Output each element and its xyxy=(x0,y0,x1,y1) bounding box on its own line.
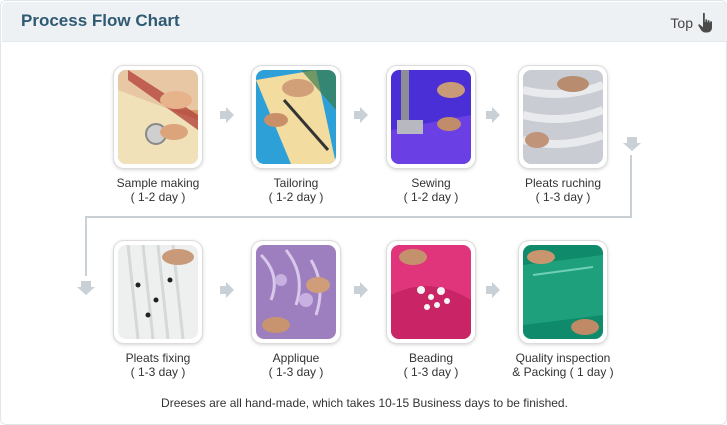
step-sample-making: Sample making ( 1-2 day ) xyxy=(88,66,228,204)
tailoring-image xyxy=(252,66,340,168)
page-title: Process Flow Chart xyxy=(21,11,180,30)
arrow-down-icon xyxy=(77,281,95,295)
quality-inspection-image xyxy=(519,241,607,343)
step-days: ( 1-2 day ) xyxy=(403,190,459,204)
top-link[interactable]: Top xyxy=(670,12,715,34)
connector-line xyxy=(85,216,87,276)
step-quality-inspection: Quality inspection & Packing ( 1 day ) xyxy=(493,241,633,379)
sewing-image xyxy=(387,66,475,168)
step-label: Applique xyxy=(272,351,320,365)
step-label: Pleats fixing xyxy=(125,351,191,365)
step-days: ( 1-3 day ) xyxy=(268,365,324,379)
applique-image xyxy=(252,241,340,343)
panel-header: Process Flow Chart Top xyxy=(2,2,727,42)
step-label: Sample making xyxy=(116,176,200,190)
arrow-right-icon xyxy=(220,282,234,298)
arrow-right-icon xyxy=(220,107,234,123)
step-label: Pleats ruching xyxy=(524,176,602,190)
step-tailoring: Tailoring ( 1-2 day ) xyxy=(226,66,366,204)
arrow-down-icon xyxy=(623,137,641,151)
step-pleats-ruching: Pleats ruching ( 1-3 day ) xyxy=(493,66,633,204)
step-label: Quality inspection xyxy=(515,351,611,365)
arrow-right-icon xyxy=(354,107,368,123)
step-label: Beading xyxy=(408,351,454,365)
beading-image xyxy=(387,241,475,343)
step-beading: Beading ( 1-3 day ) xyxy=(361,241,501,379)
step-days: ( 1-3 day ) xyxy=(403,365,459,379)
arrow-right-icon xyxy=(486,282,500,298)
sample-making-image xyxy=(114,66,202,168)
step-label: Sewing xyxy=(411,176,451,190)
arrow-right-icon xyxy=(354,282,368,298)
connector-line xyxy=(630,155,632,217)
step-applique: Applique ( 1-3 day ) xyxy=(226,241,366,379)
step-label: Tailoring xyxy=(273,176,319,190)
step-days: ( 1-3 day ) xyxy=(535,190,591,204)
arrow-right-icon xyxy=(486,107,500,123)
step-days: ( 1-2 day ) xyxy=(130,190,186,204)
step-pleats-fixing: Pleats fixing ( 1-3 day ) xyxy=(88,241,228,379)
connector-line xyxy=(85,216,632,218)
pleats-ruching-image xyxy=(519,66,607,168)
footer-note: Dreeses are all hand-made, which takes 1… xyxy=(161,396,568,410)
pointing-hand-icon xyxy=(697,12,715,34)
step-sewing: Sewing ( 1-2 day ) xyxy=(361,66,501,204)
top-label: Top xyxy=(670,15,693,31)
pleats-fixing-image xyxy=(114,241,202,343)
step-days: ( 1-2 day ) xyxy=(268,190,324,204)
step-days: & Packing ( 1 day ) xyxy=(512,365,614,379)
step-days: ( 1-3 day ) xyxy=(130,365,186,379)
